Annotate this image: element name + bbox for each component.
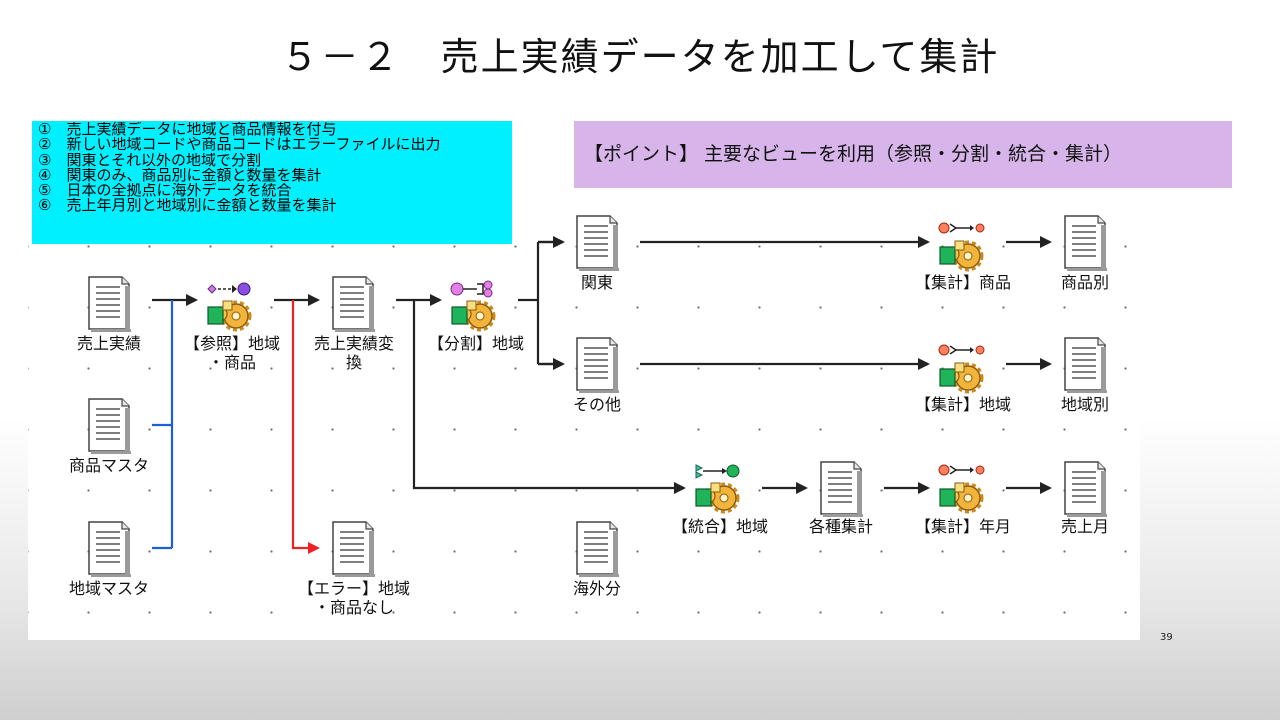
file-icon [1064, 337, 1108, 394]
node-label-sansho: 【参照】地域 ・商品 [183, 334, 280, 372]
legend-item: ① 売上実績データに地域と商品情報を付与 [38, 122, 337, 138]
file-icon [88, 398, 132, 455]
node-label-error: 【エラー】地域 ・商品なし [297, 579, 410, 617]
node-label-chiiki-master: 地域マスタ [68, 579, 149, 598]
node-label-uriage-jisseki: 売上実績 [76, 334, 141, 353]
node-label-togo: 【統合】地域 [671, 517, 768, 536]
legend-item: ④ 関東のみ、商品別に金額と数量を集計 [38, 167, 322, 184]
file-icon [88, 276, 132, 333]
page-number: 39 [1160, 632, 1173, 643]
file-icon [332, 521, 376, 578]
connector [518, 240, 562, 366]
aggregate-view-icon [938, 464, 985, 514]
node-label-uriage-henkan: 売上実績変 換 [313, 334, 394, 372]
error-line [291, 300, 320, 554]
node-label-uriage-tsuki: 売上月 [1060, 517, 1109, 536]
slide-title: ５－２ 売上実績データを加工して集計 [280, 35, 1000, 79]
legend-item: ② 新しい地域コードや商品コードはエラーファイルに出力 [38, 137, 441, 153]
point-box: 【ポイント】 主要なビューを利用（参照・分割・統合・集計） [574, 121, 1232, 188]
reference-view-icon [206, 282, 252, 332]
node-label-bunkatsu: 【分割】地域 [427, 334, 524, 353]
split-view-icon [450, 280, 496, 332]
node-label-shohin-betsu: 商品別 [1060, 273, 1109, 292]
file-icon [88, 521, 132, 578]
legend-item: ③ 関東とそれ以外の地域で分割 [38, 152, 261, 168]
file-icon [576, 337, 620, 394]
connector [412, 300, 686, 494]
file-icon [576, 521, 620, 578]
aggregate-view-icon [938, 344, 985, 394]
node-label-kanto: 関東 [580, 273, 613, 292]
node-label-kaigai: 海外分 [572, 579, 621, 598]
legend-item: ⑤ 日本の全拠点に海外データを統合 [38, 183, 292, 199]
file-icon [332, 276, 376, 333]
node-label-shukei-nengetsu: 【集計】年月 [914, 517, 1011, 536]
file-icon [1064, 215, 1108, 272]
flow-connectors [152, 236, 1052, 554]
aggregate-view-icon [938, 222, 985, 272]
node-label-chiiki-betsu: 地域別 [1060, 395, 1109, 414]
file-icon [576, 215, 620, 272]
legend-box: ① 売上実績データに地域と商品情報を付与 ② 新しい地域コードや商品コードはエラ… [32, 121, 512, 244]
node-label-shohin-master: 商品マスタ [68, 456, 149, 475]
file-icon [1064, 461, 1108, 518]
node-label-kakushu: 各種集計 [808, 517, 873, 536]
reference-line [152, 300, 174, 550]
node-label-shukei-shohin: 【集計】商品 [914, 273, 1011, 292]
merge-view-icon [694, 464, 740, 514]
file-icon [820, 461, 864, 518]
node-label-sonota: その他 [572, 395, 621, 414]
legend-item: ⑥ 売上年月別と地域別に金額と数量を集計 [38, 198, 337, 214]
node-label-shukei-chiiki: 【集計】地域 [914, 395, 1011, 414]
